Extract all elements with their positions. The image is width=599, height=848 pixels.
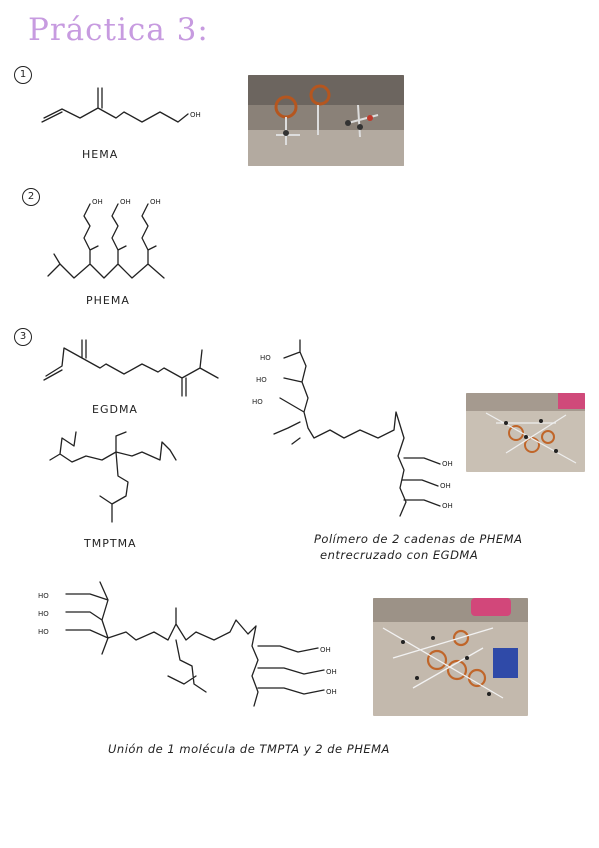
hydroxyl-label: OH bbox=[326, 668, 337, 676]
crosslinked-caption-line-1: Polímero de 2 cadenas de PHEMA bbox=[314, 532, 523, 546]
hydroxyl-label: HO bbox=[38, 628, 49, 636]
hydroxyl-label: HO bbox=[256, 376, 267, 384]
crosslinked-caption-line-2: entrecruzado con EGDMA bbox=[320, 548, 479, 562]
hydroxyl-label: HO bbox=[38, 610, 49, 618]
section-number-3: 3 bbox=[14, 328, 32, 346]
hema-label: HEMA bbox=[82, 148, 119, 161]
hydroxyl-label: HO bbox=[260, 354, 271, 362]
tmpta-phema-union-structure: HO HO HO OH OH OH bbox=[38, 581, 337, 707]
hydroxyl-label: OH bbox=[442, 502, 453, 510]
section-number-2: 2 bbox=[22, 188, 40, 206]
hydroxyl-label: HO bbox=[252, 398, 263, 406]
egdma-label: EGDMA bbox=[92, 403, 138, 416]
phema-structure: OH OH OH bbox=[47, 198, 165, 279]
section-number-1: 1 bbox=[14, 66, 32, 84]
hydroxyl-label: OH bbox=[442, 460, 453, 468]
tmptma-structure bbox=[49, 431, 177, 523]
egdma-structure bbox=[43, 339, 219, 397]
hydroxyl-label: OH bbox=[150, 198, 161, 206]
union-caption: Unión de 1 molécula de TMPTA y 2 de PHEM… bbox=[108, 742, 390, 756]
tmpta-phema-model-photo bbox=[373, 598, 528, 716]
hema-structure: OH bbox=[41, 87, 201, 123]
tmptma-label: TMPTMA bbox=[84, 537, 137, 550]
hydroxyl-label: HO bbox=[38, 592, 49, 600]
hydroxyl-label: OH bbox=[326, 688, 337, 696]
hydroxyl-label: OH bbox=[440, 482, 451, 490]
crosslinked-model-photo bbox=[466, 393, 585, 472]
hema-model-photo bbox=[248, 75, 404, 166]
hydroxyl-label: OH bbox=[120, 198, 131, 206]
hydroxyl-label: OH bbox=[92, 198, 103, 206]
hydroxyl-label: OH bbox=[320, 646, 331, 654]
page-title: Práctica 3: bbox=[28, 12, 209, 48]
hydroxyl-label: OH bbox=[190, 111, 201, 119]
phema-label: PHEMA bbox=[86, 294, 130, 307]
crosslinked-polymer-structure: HO HO HO OH OH OH bbox=[252, 339, 453, 517]
